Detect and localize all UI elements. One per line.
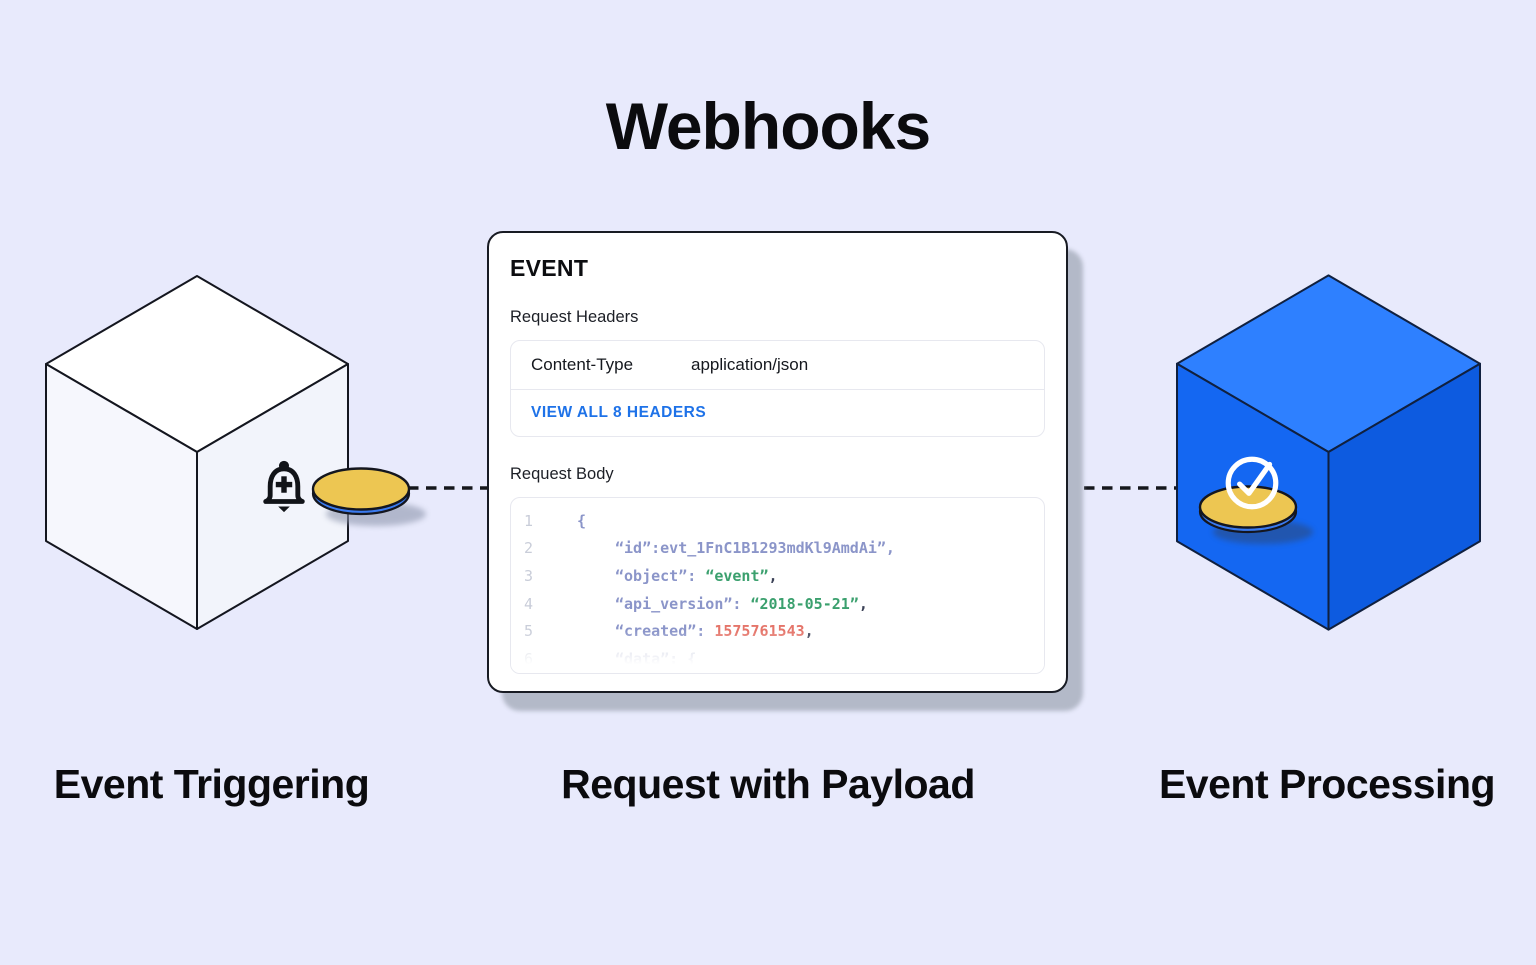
connector-dashed-right: [1066, 486, 1178, 490]
header-name: Content-Type: [531, 355, 634, 374]
header-row: Content-Type application/json: [511, 341, 1044, 389]
source-system-cube: [44, 274, 350, 631]
connector-dashed-left: [408, 486, 488, 490]
event-coin: [306, 460, 441, 540]
stage-label-request-with-payload: Request with Payload: [561, 761, 975, 807]
code-line: 6“data”: {: [524, 649, 697, 668]
request-headers-box: Content-Type application/json VIEW ALL 8…: [510, 340, 1045, 437]
event-card-title: EVENT: [510, 255, 589, 281]
code-lines: 1{ 2“id”:evt_1FnC1B1293mdKl9AmdAi”, 3“obje…: [511, 507, 1044, 673]
code-line: 3“object”: “event”,: [524, 566, 778, 585]
coin-face: [311, 467, 411, 511]
check-circle-icon: [1221, 452, 1283, 514]
view-all-headers-link[interactable]: VIEW ALL 8 HEADERS: [531, 404, 707, 421]
code-line: 1{: [524, 511, 587, 530]
code-line: 2“id”:evt_1FnC1B1293mdKl9AmdAi”,: [524, 539, 895, 558]
code-line: 5“created”: 1575761543,: [524, 622, 814, 641]
cube-right-face: [1327, 362, 1481, 631]
stage-label-event-triggering: Event Triggering: [53, 761, 370, 807]
stage-label-event-processing: Event Processing: [1158, 761, 1496, 807]
request-headers-label: Request Headers: [510, 308, 639, 326]
view-all-headers-row: VIEW ALL 8 HEADERS: [511, 389, 1044, 436]
page-title: Webhooks: [605, 89, 931, 163]
request-body-code: 1{ 2“id”:evt_1FnC1B1293mdKl9AmdAi”, 3“obje…: [510, 497, 1045, 674]
request-body-label: Request Body: [510, 465, 614, 483]
header-value: application/json: [691, 355, 809, 374]
event-card: EVENT Request Headers Content-Type appli…: [487, 231, 1068, 693]
code-line: 4“api_version”: “2018-05-21”,: [524, 594, 868, 613]
bell-plus-icon: [256, 459, 312, 519]
